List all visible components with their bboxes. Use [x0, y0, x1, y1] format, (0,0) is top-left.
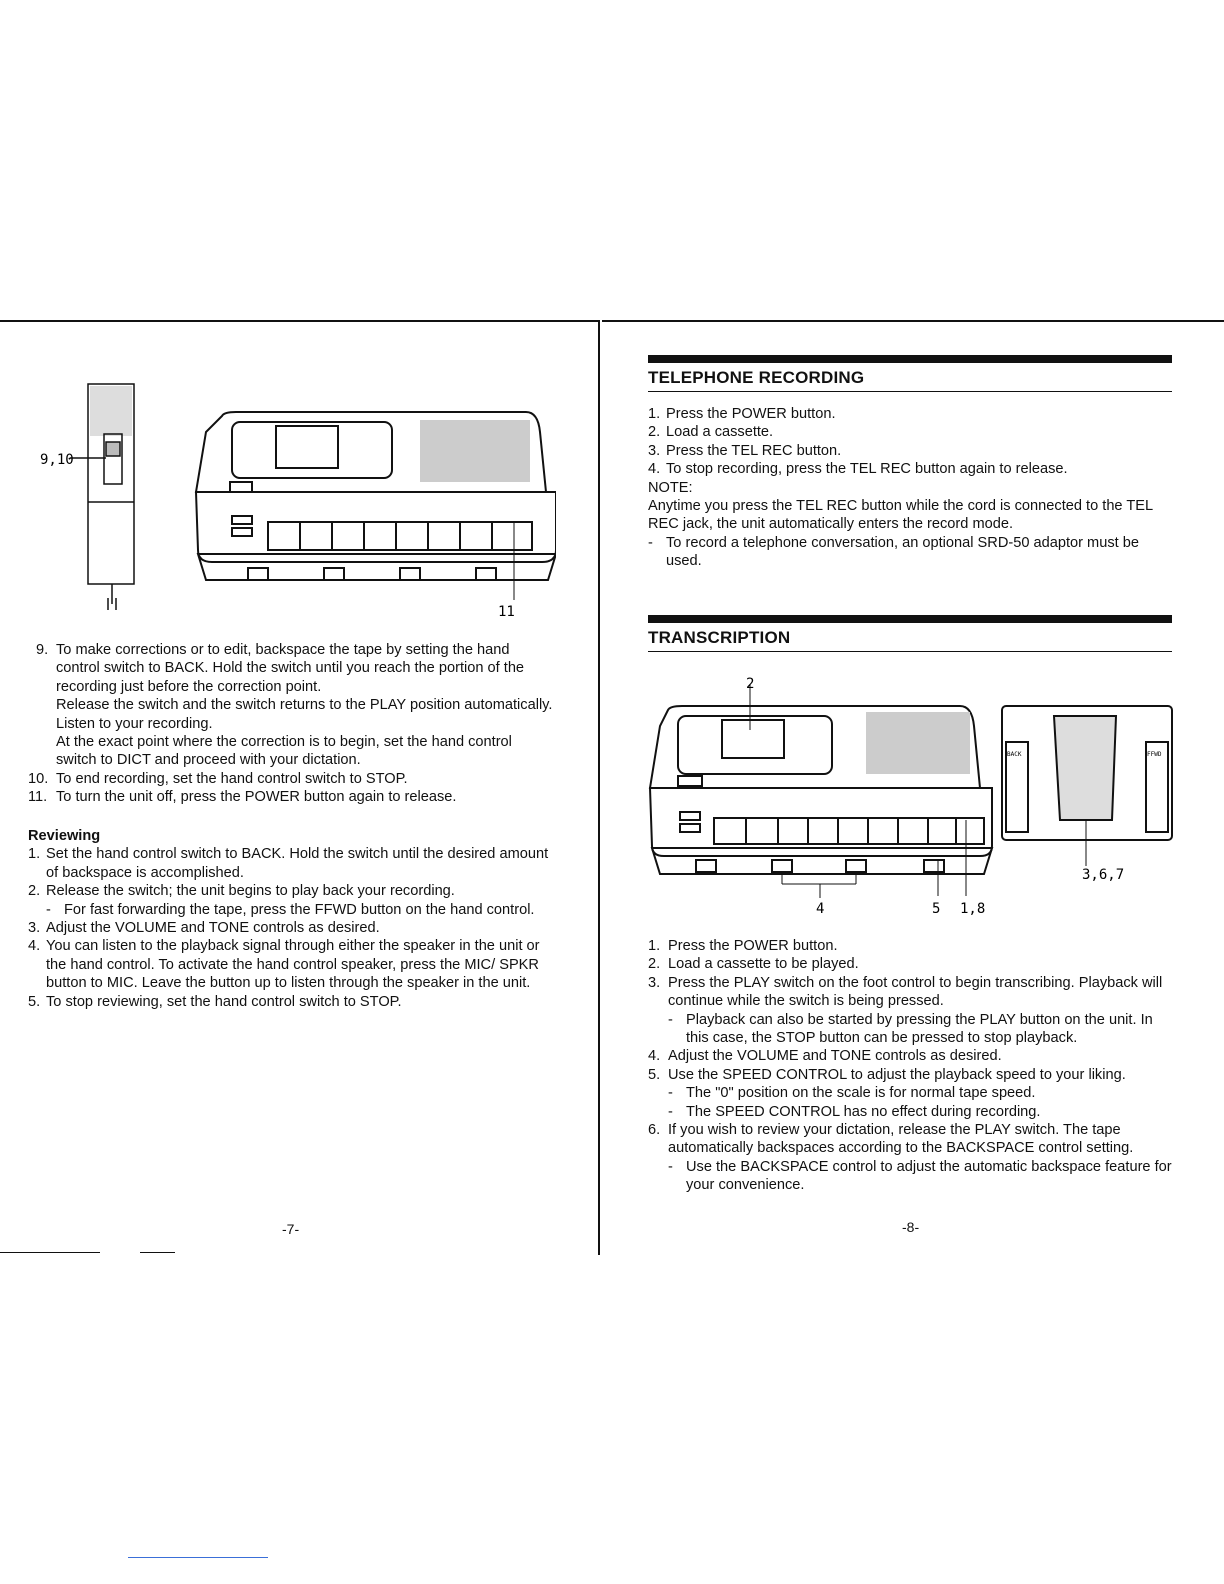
transcription-unit-illustration: 2 BACK FFWD 3,6,7 4 5 1,8	[648, 676, 1173, 917]
figure-label-5: 5	[932, 901, 940, 917]
tel-heading: TELEPHONE RECORDING	[648, 368, 865, 387]
trans-item-1: 1.Press the POWER button.	[648, 938, 838, 954]
page-number-left: -7-	[282, 1221, 300, 1237]
trans-item-6: 6.If you wish to review your dictation, …	[648, 1121, 1174, 1195]
trans-item-2: 2.Load a cassette to be played.	[648, 956, 859, 973]
review-item-5: 5. To stop reviewing, set the hand contr…	[28, 993, 402, 1010]
trans-heading-bar	[648, 615, 1172, 623]
top-rule-left	[0, 320, 598, 322]
list-item-9-text-2: Release the switch and the switch return…	[56, 697, 553, 732]
bottom-rule-2	[140, 1252, 175, 1253]
figure-label-9-10: 9,10	[40, 452, 74, 468]
review-item-1: 1. Set the hand control switch to BACK. …	[28, 846, 549, 881]
note-label: NOTE:	[648, 479, 693, 496]
figure-label-ffwd: FFWD	[1147, 751, 1162, 758]
note-text: Anytime you press the TEL REC button whi…	[648, 498, 1153, 533]
tel-item-4: 4.To stop recording, press the TEL REC b…	[648, 461, 1068, 478]
trans-item-3-sub: -Playback can also be started by pressin…	[668, 1011, 1153, 1047]
list-item-9-text-1: To make corrections or to edit, backspac…	[56, 642, 525, 695]
note-sub: -To record a telephone conversation, an …	[648, 534, 1139, 570]
top-rule-right	[602, 320, 1224, 322]
list-item-10: 10. To end recording, set the hand contr…	[28, 770, 408, 787]
left-list-a: 9. To make corrections or to edit, backs…	[28, 641, 556, 807]
page-divider	[598, 320, 600, 1255]
review-item-2-sub: -For fast forwarding the tape, press the…	[46, 901, 535, 918]
dictation-unit-illustration: 9,10 11	[40, 383, 558, 620]
trans-heading: TRANSCRIPTION	[648, 628, 791, 647]
trans-item-4: 4.Adjust the VOLUME and TONE controls as…	[648, 1048, 1002, 1065]
review-item-4: 4. You can listen to the playback signal…	[28, 938, 540, 992]
cassette-unit	[194, 411, 558, 600]
figure-label-back: BACK	[1007, 751, 1022, 758]
reviewing-heading: Reviewing	[28, 828, 101, 844]
trans-heading-underline	[648, 651, 1172, 652]
tel-heading-bar	[648, 355, 1172, 363]
review-item-3: 3. Adjust the VOLUME and TONE controls a…	[28, 920, 380, 937]
list-item-11: 11. To turn the unit off, press the POWE…	[28, 789, 457, 806]
figure-label-3-6-7: 3,6,7	[1082, 867, 1124, 883]
figure-label-2: 2	[746, 676, 754, 692]
list-item-9-text-3: At the exact point where the correction …	[56, 734, 512, 769]
tel-heading-underline	[648, 391, 1172, 392]
bottom-rule	[0, 1252, 100, 1253]
trans-item-5-sub-2: -The SPEED CONTROL has no effect during …	[668, 1103, 1041, 1120]
tel-item-1: 1.Press the POWER button.	[648, 406, 836, 422]
tel-section: 1.Press the POWER button. 2.Load a casse…	[648, 405, 1174, 571]
page-number-right: -8-	[902, 1219, 920, 1235]
trans-item-5-sub-1: -The "0" position on the scale is for no…	[668, 1085, 1036, 1102]
trans-section: 1.Press the POWER button. 2.Load a casse…	[648, 937, 1174, 1195]
hand-control-microphone	[70, 383, 135, 610]
foot-control	[1001, 705, 1173, 866]
cassette-unit-right	[648, 684, 994, 898]
trans-item-6-sub: -Use the BACKSPACE control to adjust the…	[668, 1158, 1172, 1194]
tel-item-2: 2.Load a cassette.	[648, 424, 774, 441]
dictation-unit-figure: 9,10 11	[36, 372, 558, 632]
reviewing-section: Reviewing 1. Set the hand control switch…	[28, 827, 556, 1011]
figure-label-11: 11	[498, 604, 515, 620]
tel-item-3: 3.Press the TEL REC button.	[648, 442, 842, 459]
blue-underline	[128, 1557, 268, 1558]
transcription-figure: 2 BACK FFWD 3,6,7 4 5 1,8	[646, 670, 1176, 920]
review-item-2: 2. Release the switch; the unit begins t…	[28, 882, 556, 919]
list-item-9: 9. To make corrections or to edit, backs…	[36, 641, 556, 770]
figure-label-4: 4	[816, 901, 824, 917]
figure-label-1-8: 1,8	[960, 901, 985, 917]
trans-item-5: 5.Use the SPEED CONTROL to adjust the pl…	[648, 1066, 1174, 1121]
trans-item-3: 3.Press the PLAY switch on the foot cont…	[648, 974, 1174, 1048]
